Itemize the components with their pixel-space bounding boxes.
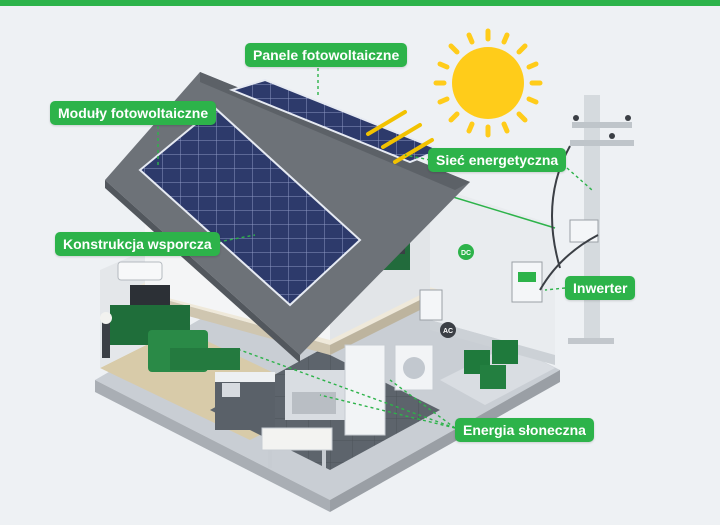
ac-badge: AC [440, 322, 456, 338]
ac-unit-left [117, 261, 163, 281]
roof-left-edge [105, 180, 300, 363]
meter-box [419, 289, 443, 321]
label-panele-fotowoltaiczne: Panele fotowoltaiczne [245, 43, 408, 67]
label-energia-sloneczna: Energia słoneczna [455, 418, 594, 442]
solar-modules-left [138, 106, 362, 307]
dc-badge-text: DC [461, 250, 471, 257]
battery-2 [492, 340, 518, 364]
microwave [222, 383, 240, 397]
utility-pole [584, 95, 600, 340]
label-konstrukcja-wsporcza: Konstrukcja wsporcza [55, 232, 220, 256]
dining-table [261, 427, 333, 451]
lamp [102, 318, 110, 358]
sun [433, 28, 543, 138]
grid-meter [569, 219, 599, 243]
right-wall [430, 185, 555, 355]
battery-3 [480, 365, 506, 389]
sunlight-arrows [366, 110, 434, 164]
dc-badge: DC [458, 244, 474, 260]
ac-badge-text: AC [443, 328, 453, 335]
label-inwerter: Inwerter [565, 276, 636, 300]
top-accent-bar [0, 0, 720, 6]
label-siec-energetyczna: Sieć energetyczna [428, 148, 567, 172]
label-moduly-fotowoltaiczne: Moduły fotowoltaiczne [50, 101, 217, 125]
